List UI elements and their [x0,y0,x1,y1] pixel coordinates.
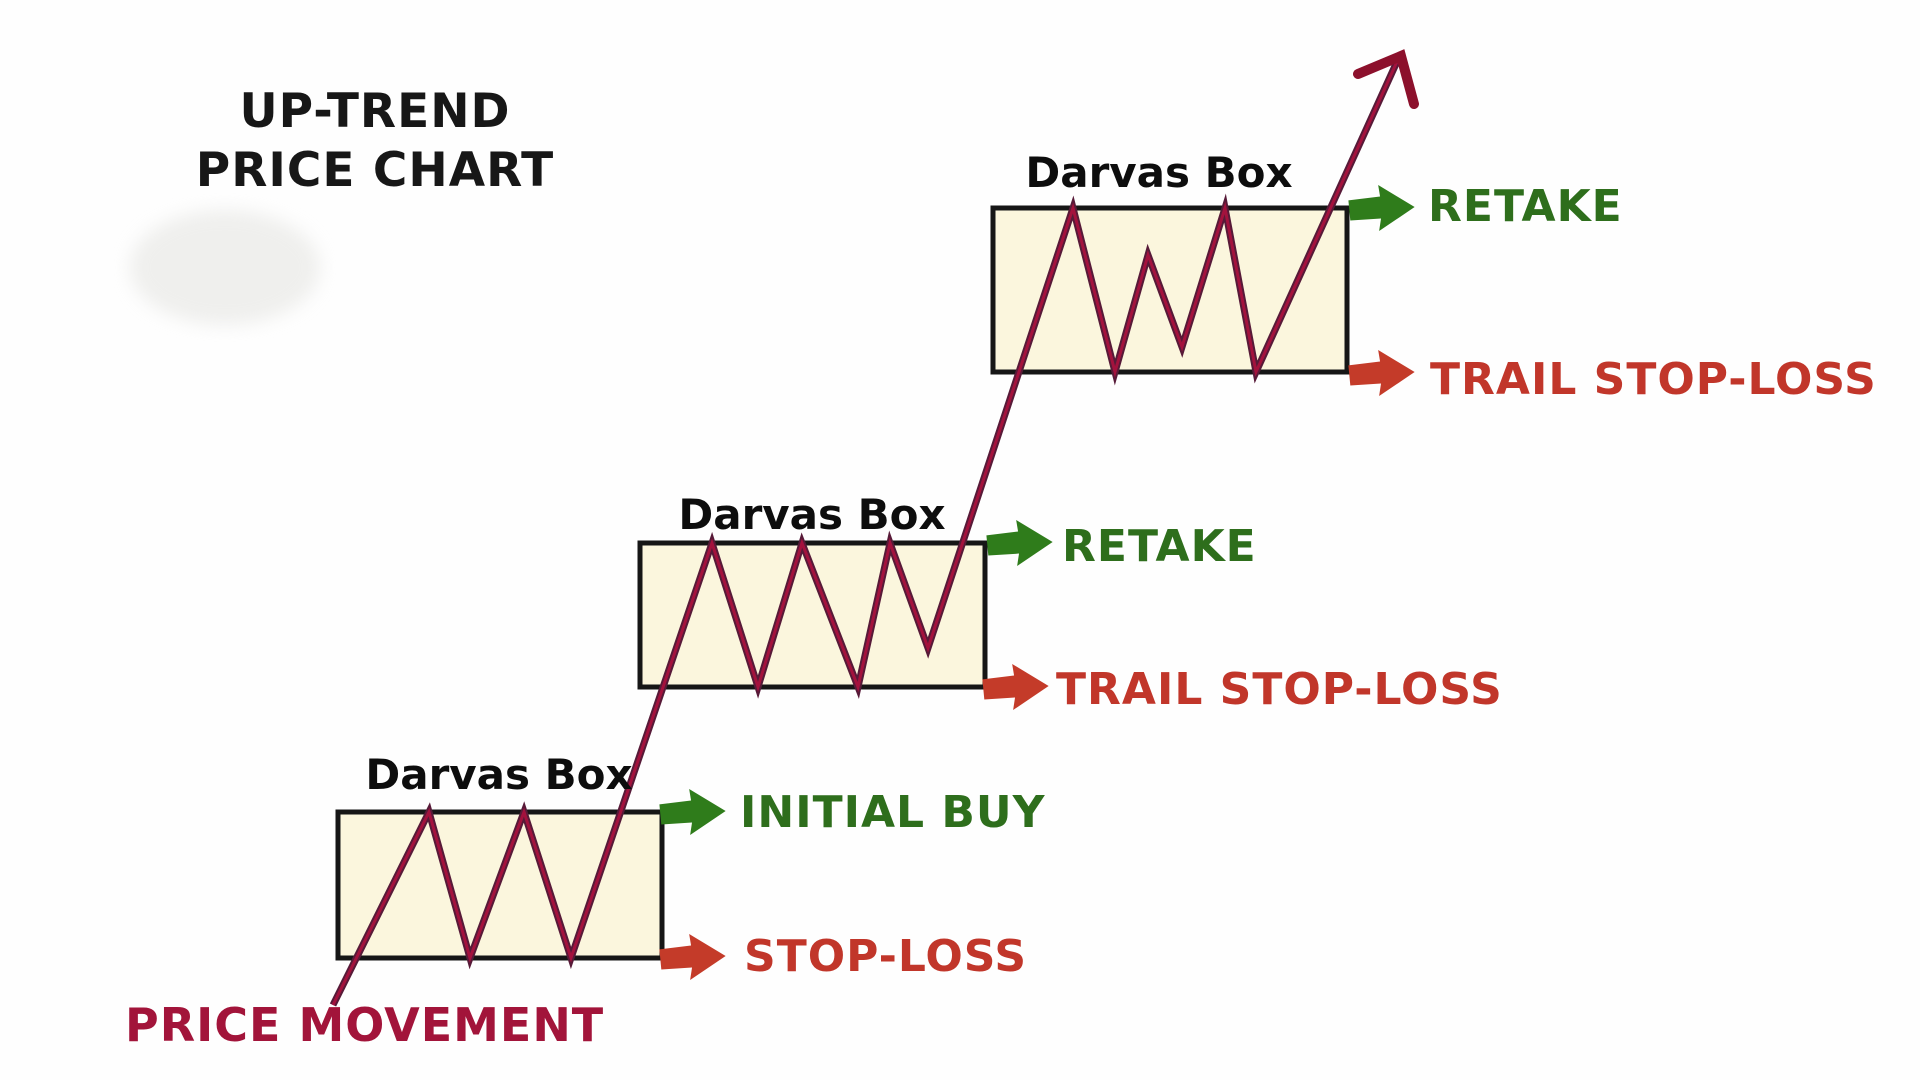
darvas-box-rect-bottom [335,809,665,961]
retake-arrow-icon-middle [986,519,1053,567]
price-movement-line-core [331,54,1402,1006]
price-movement-label: PRICE MOVEMENT [125,998,605,1052]
darvas-box-label-bottom: Darvas Box [365,750,633,799]
retake-label-top: RETAKE [1428,181,1623,232]
trail-stop-loss-label-top: TRAIL STOP-LOSS [1430,354,1877,405]
darvas-box-label-top: Darvas Box [1025,148,1293,197]
initial-buy-label: INITIAL BUY [740,787,1046,838]
page-title-line1: UP-TREND [239,84,511,139]
retake-arrow-icon-top [1348,184,1415,232]
page-title: UP-TREND PRICE CHART [160,82,590,200]
trend-arrowhead-icon [1353,49,1419,109]
smudge-artifact [130,210,320,325]
trail-stop-loss-arrow-icon-top [1348,349,1415,397]
stop-loss-label: STOP-LOSS [744,931,1028,982]
retake-label-middle: RETAKE [1062,521,1257,572]
darvas-box-rect-top [990,205,1350,375]
initial-buy-arrow-icon [659,788,726,836]
stop-loss-arrow-icon [659,933,726,981]
darvas-box-label-middle: Darvas Box [678,490,946,539]
trail-stop-loss-label-middle: TRAIL STOP-LOSS [1056,664,1503,715]
page-title-line2: PRICE CHART [195,143,555,198]
trail-stop-loss-arrow-icon-middle [982,663,1049,711]
